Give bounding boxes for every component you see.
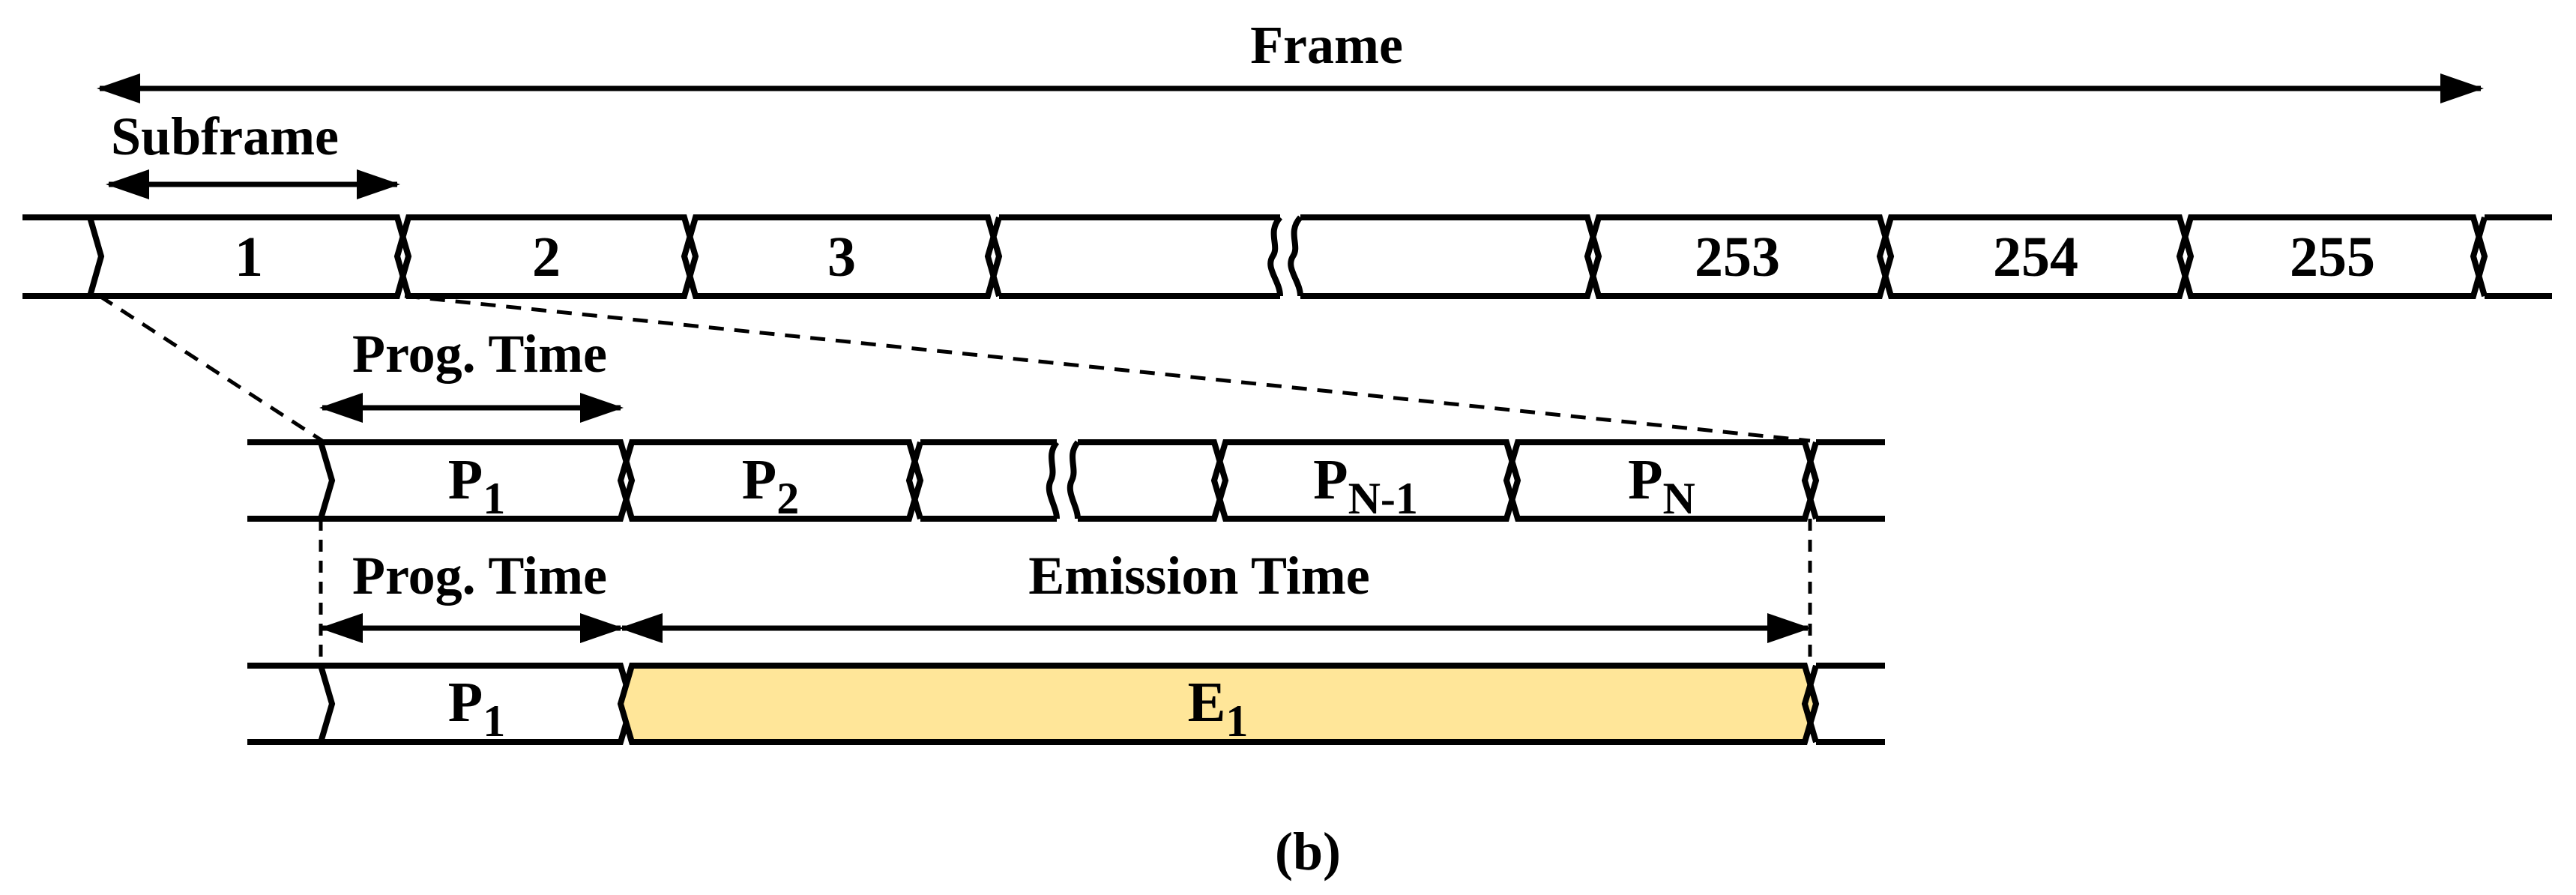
subframe-row-labels: P1 P2 PN-1 PN: [448, 448, 1695, 523]
emission-row: [247, 663, 1885, 745]
frame-cell-label: 255: [2290, 226, 2375, 289]
frame-cell-label: 254: [1993, 226, 2078, 289]
prog-time-top-label: Prog. Time: [352, 324, 607, 384]
subframe-label: Subframe: [111, 106, 339, 166]
subframe-cell-empty-2: [1078, 439, 1229, 522]
frame-row-labels: 1 2 3 253 254 255: [235, 226, 2375, 289]
subframe-cell-pn-1: [1210, 439, 1521, 522]
emission-cell-e1: [617, 663, 1820, 745]
subframe-cell-label-pn: PN: [1628, 448, 1695, 523]
emission-row-labels: P1 E1: [448, 671, 1249, 746]
subframe-cell-empty-1: [905, 439, 1057, 522]
prog-time-bottom-label: Prog. Time: [352, 546, 607, 606]
frame-cell-label: 253: [1695, 226, 1780, 289]
subframe-break-right: [1067, 440, 1081, 519]
subframe-cell-pn: [1503, 439, 1820, 522]
frame-cell-253: [1584, 214, 1895, 299]
frame-row: [22, 214, 2552, 299]
emission-cell-p1: [316, 663, 636, 745]
frame-cell-255: [2176, 214, 2488, 299]
subframe-row: [247, 439, 1885, 522]
frame-cell-1: [85, 214, 412, 299]
emission-cell-label-p1: P1: [448, 671, 505, 746]
emission-cell-label-e1: E1: [1188, 671, 1249, 746]
figure-caption: (b): [1275, 822, 1341, 882]
frame-cell-empty-2: [1300, 214, 1602, 299]
frame-cell-empty-1: [984, 214, 1280, 299]
frame-cell-2: [393, 214, 699, 299]
zoom-line-left: [98, 294, 324, 443]
frame-cell-label: 1: [235, 226, 263, 289]
subframe-break-left: [1046, 440, 1060, 519]
subframe-row-trail: [1801, 439, 1885, 522]
subframe-cell-label-p2: P2: [742, 448, 799, 523]
subframe-cell-p2: [617, 439, 924, 522]
frame-row-trail: [2470, 214, 2552, 299]
emission-time-label: Emission Time: [1028, 546, 1369, 606]
frame-cell-254: [1876, 214, 2195, 299]
subframe-cell-label-pn-1: PN-1: [1313, 448, 1418, 523]
subframe-cell-p1: [316, 439, 636, 522]
subframe-cell-label-p1: P1: [448, 448, 505, 523]
frame-cell-3: [681, 214, 1003, 299]
frame-cell-label: 3: [827, 226, 856, 289]
frame-break-right: [1288, 215, 1303, 297]
zoom-line-right: [404, 294, 1811, 443]
frame-label: Frame: [1250, 15, 1403, 75]
emission-row-trail: [1801, 663, 1885, 745]
frame-break-left: [1267, 215, 1283, 297]
frame-cell-label: 2: [532, 226, 561, 289]
